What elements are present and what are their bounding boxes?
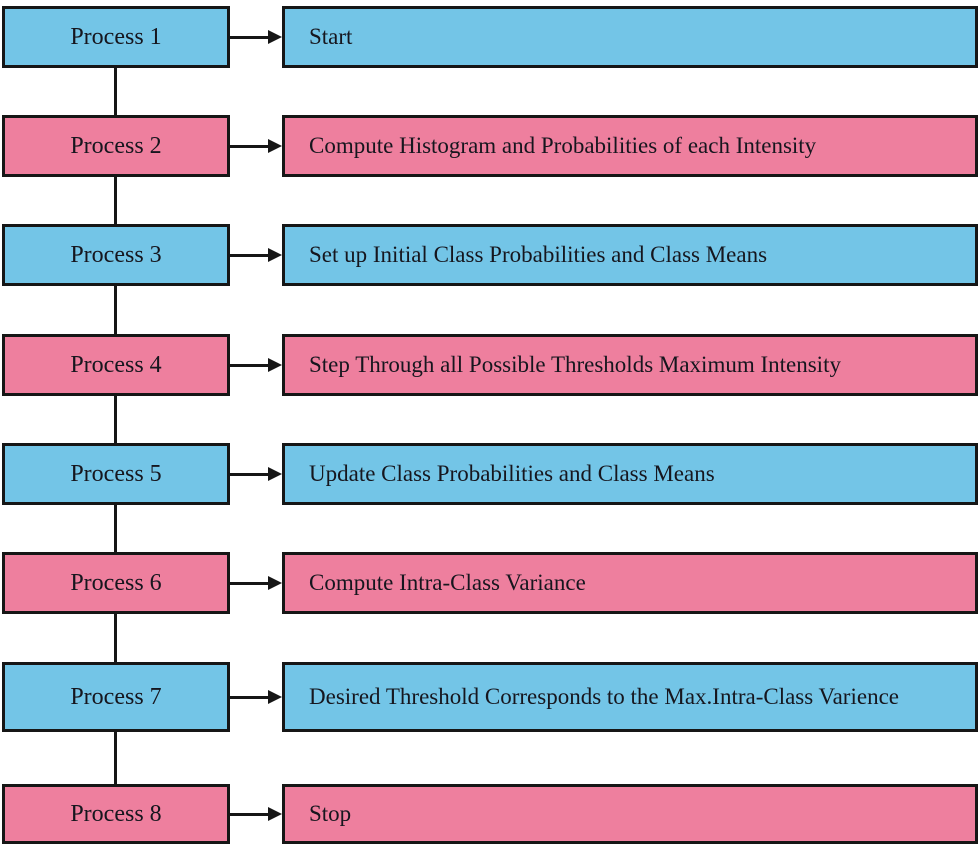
vertical-connector [114, 286, 117, 334]
vertical-connector [114, 505, 117, 552]
description-box: Step Through all Possible Thresholds Max… [282, 334, 978, 396]
process-label: Process 3 [70, 241, 162, 268]
description-label: Compute Histogram and Probabilities of e… [309, 133, 817, 158]
process-label: Process 5 [70, 460, 162, 487]
description-box: Compute Intra-Class Variance [282, 552, 978, 614]
description-box: Desired Threshold Corresponds to the Max… [282, 662, 978, 732]
arrow-line [230, 695, 272, 699]
process-label: Process 4 [70, 351, 162, 378]
process-box: Process 4 [2, 334, 230, 396]
process-box: Process 8 [2, 784, 230, 844]
process-box: Process 1 [2, 6, 230, 68]
arrow-head [268, 138, 282, 153]
arrow-right-icon [230, 357, 282, 372]
arrow-head [268, 689, 282, 704]
arrow-right-icon [230, 247, 282, 262]
arrow-head [268, 806, 282, 821]
process-box: Process 5 [2, 443, 230, 505]
vertical-connector [114, 177, 117, 224]
vertical-connector [114, 396, 117, 443]
arrow-line [230, 144, 272, 148]
process-box: Process 2 [2, 115, 230, 177]
description-box: Compute Histogram and Probabilities of e… [282, 115, 978, 177]
description-label: Start [309, 24, 353, 49]
arrow-right-icon [230, 806, 282, 821]
process-box: Process 3 [2, 224, 230, 286]
description-box: Set up Initial Class Probabilities and C… [282, 224, 978, 286]
description-label: Compute Intra-Class Variance [309, 570, 586, 595]
arrow-line [230, 472, 272, 476]
arrow-head [268, 575, 282, 590]
arrow-head [268, 466, 282, 481]
process-label: Process 6 [70, 569, 162, 596]
description-label: Desired Threshold Corresponds to the Max… [309, 684, 899, 709]
vertical-connector [114, 732, 117, 784]
process-label: Process 7 [70, 683, 162, 710]
description-box: Start [282, 6, 978, 68]
arrow-head [268, 29, 282, 44]
arrow-head [268, 247, 282, 262]
description-label: Stop [309, 801, 352, 826]
description-box: Update Class Probabilities and Class Mea… [282, 443, 978, 505]
arrow-right-icon [230, 138, 282, 153]
process-label: Process 1 [70, 23, 162, 50]
description-box: Stop [282, 784, 978, 844]
description-label: Step Through all Possible Thresholds Max… [309, 352, 841, 377]
description-label: Update Class Probabilities and Class Mea… [309, 461, 715, 486]
process-box: Process 6 [2, 552, 230, 614]
arrow-line [230, 253, 272, 257]
vertical-connector [114, 614, 117, 662]
arrow-right-icon [230, 575, 282, 590]
arrow-right-icon [230, 466, 282, 481]
process-label: Process 2 [70, 132, 162, 159]
arrow-right-icon [230, 689, 282, 704]
process-label: Process 8 [70, 800, 162, 827]
arrow-line [230, 363, 272, 367]
arrow-head [268, 357, 282, 372]
description-label: Set up Initial Class Probabilities and C… [309, 242, 768, 267]
arrow-right-icon [230, 29, 282, 44]
arrow-line [230, 812, 272, 816]
arrow-line [230, 35, 272, 39]
process-box: Process 7 [2, 662, 230, 732]
arrow-line [230, 581, 272, 585]
vertical-connector [114, 68, 117, 115]
